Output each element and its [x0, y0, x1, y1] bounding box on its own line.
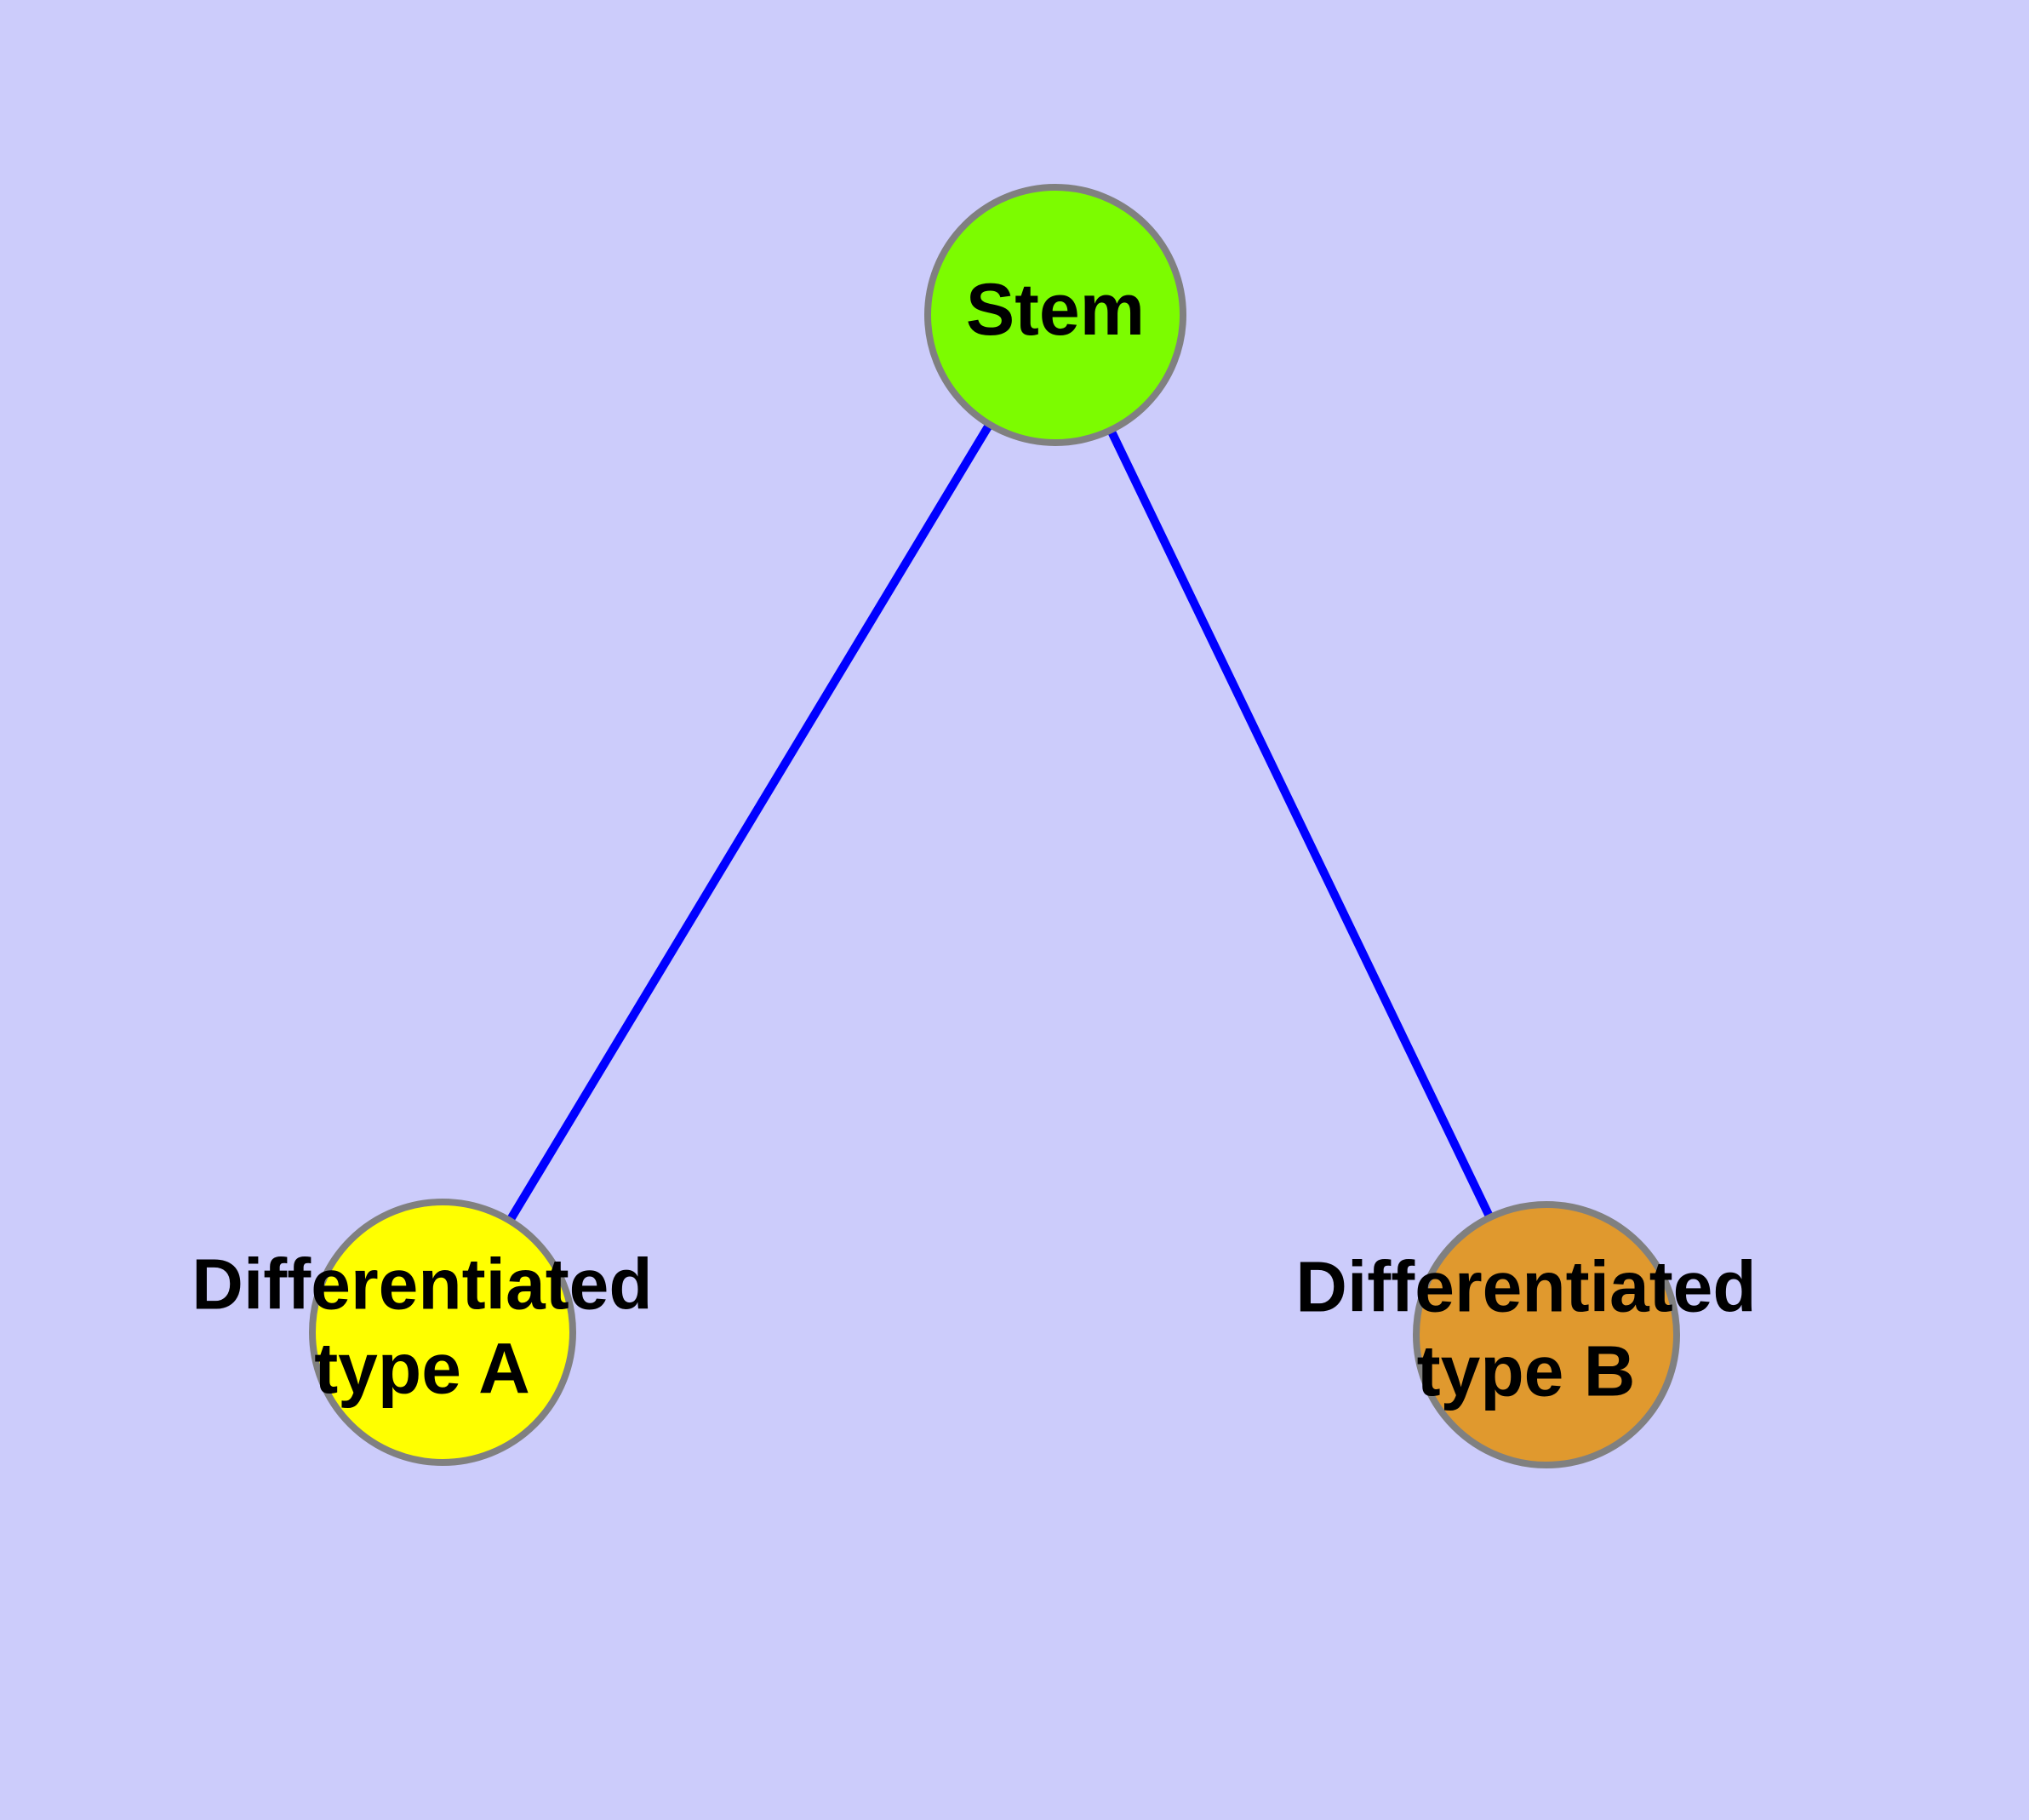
node-circle-stem[interactable] [924, 184, 1186, 446]
node-label-line: Stem [966, 269, 1145, 351]
edge-stem-diff-a [438, 312, 1060, 1335]
edge-stem-diff-b [1051, 312, 1551, 1337]
node-circle-diff-b[interactable] [1413, 1201, 1680, 1468]
node-label-line: Differentiated [191, 1245, 652, 1325]
node-label-line: type B [1417, 1331, 1636, 1411]
edges-layer [438, 312, 1551, 1337]
node-stem[interactable]: Stem [924, 184, 1186, 446]
node-circle-diff-a[interactable] [309, 1199, 576, 1466]
node-label-line: type A [314, 1329, 530, 1409]
node-label-stem: Stem [966, 269, 1145, 351]
node-label-line: Differentiated [1295, 1247, 1756, 1327]
